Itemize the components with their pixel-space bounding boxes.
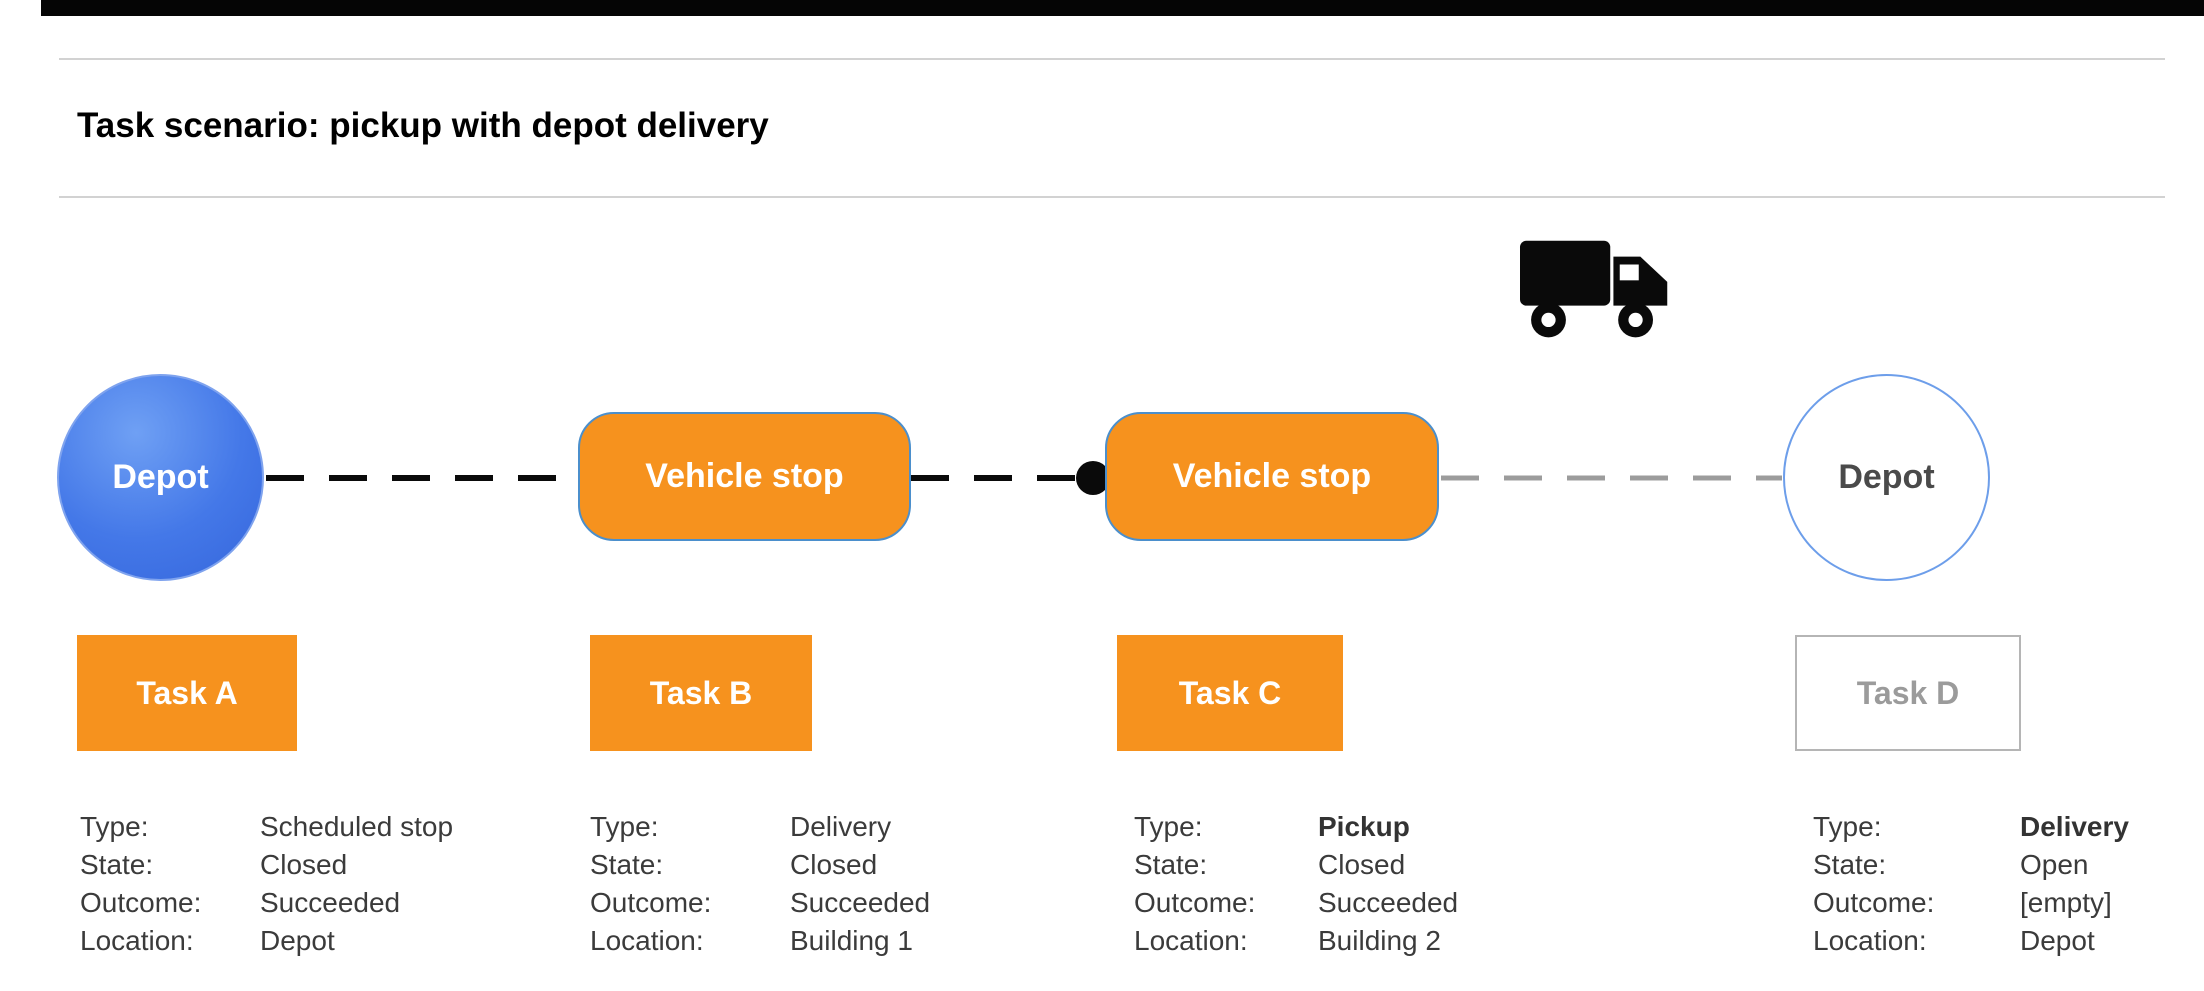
node-depot-start-label: Depot [112, 458, 209, 496]
task-d-state-label: State: [1813, 849, 1887, 880]
task-d-outcome-label: Outcome: [1813, 887, 1935, 918]
task-c-label: Task C [1178, 674, 1282, 711]
task-d-state-value: Open [2020, 849, 2089, 880]
task-b-outcome-label: Outcome: [590, 887, 712, 918]
task-b-state-label: State: [590, 849, 664, 880]
task-b-type-label: Type: [590, 811, 659, 842]
task-b-box: Task B [590, 635, 812, 751]
node-vehicle-stop-2-label: Vehicle stop [1172, 457, 1372, 495]
task-a-details: Type: Scheduled stop State: Closed Outco… [80, 808, 453, 960]
truck-icon-svg [1520, 240, 1668, 338]
task-a-outcome-value: Succeeded [260, 887, 401, 918]
task-a-state-value: Closed [260, 849, 348, 880]
task-b-location-label: Location: [590, 925, 704, 956]
task-a-box: Task A [77, 635, 297, 751]
task-c-state-label: State: [1134, 849, 1208, 880]
task-b-label: Task B [649, 674, 753, 711]
node-vehicle-stop-1-label: Vehicle stop [645, 457, 844, 495]
task-a-outcome-label: Outcome: [80, 887, 202, 918]
divider-top [59, 58, 2165, 60]
node-depot-start: Depot [57, 374, 264, 581]
task-d-location-value: Depot [2020, 925, 2095, 956]
node-depot-end: Depot [1783, 374, 1990, 581]
task-b-outcome-value: Succeeded [790, 887, 931, 918]
truck-icon [1516, 236, 1676, 350]
task-b-location-value: Building 1 [790, 925, 913, 956]
task-d-location-label: Location: [1813, 925, 1927, 956]
task-d-label: Task D [1856, 674, 1960, 711]
task-c-box: Task C [1117, 635, 1343, 751]
task-b-type-value: Delivery [790, 811, 892, 842]
task-a-location-label: Location: [80, 925, 194, 956]
task-d-details: Type: Delivery State: Open Outcome: [emp… [1813, 808, 2129, 960]
task-a-type-value: Scheduled stop [260, 811, 454, 842]
task-d-outcome-value: [empty] [2020, 887, 2112, 918]
current-position-dot [1076, 461, 1110, 495]
node-depot-end-label: Depot [1838, 458, 1935, 496]
task-c-details: Type: Pickup State: Closed Outcome: Succ… [1134, 808, 1458, 960]
node-vehicle-stop-1: Vehicle stop [578, 412, 911, 541]
task-c-outcome-value: Succeeded [1318, 887, 1459, 918]
task-d-type-value: Delivery [2020, 811, 2129, 842]
divider-bottom [59, 196, 2165, 198]
task-a-state-label: State: [80, 849, 154, 880]
task-c-outcome-label: Outcome: [1134, 887, 1256, 918]
task-c-location-label: Location: [1134, 925, 1248, 956]
task-a-type-label: Type: [80, 811, 149, 842]
task-a-label: Task A [136, 674, 238, 711]
task-d-type-label: Type: [1813, 811, 1882, 842]
task-c-location-value: Building 2 [1318, 925, 1441, 956]
top-strip [41, 0, 2204, 16]
node-vehicle-stop-2: Vehicle stop [1105, 412, 1439, 541]
task-c-state-value: Closed [1318, 849, 1406, 880]
task-d-box: Task D [1795, 635, 2021, 751]
task-c-type-label: Type: [1134, 811, 1203, 842]
page-title: Task scenario: pickup with depot deliver… [77, 106, 769, 145]
task-b-state-value: Closed [790, 849, 878, 880]
task-b-details: Type: Delivery State: Closed Outcome: Su… [590, 808, 930, 960]
task-c-type-value: Pickup [1318, 811, 1410, 842]
task-a-location-value: Depot [260, 925, 335, 956]
